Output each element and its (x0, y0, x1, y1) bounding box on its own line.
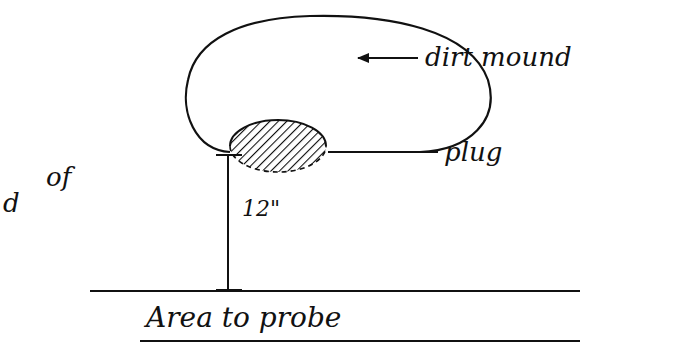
note-fragment: d (3, 190, 20, 216)
plug-leader (328, 151, 438, 153)
dimension-tick (216, 154, 242, 156)
area-label: Area to probe (146, 304, 341, 332)
plug-hatching (230, 120, 326, 172)
dimension-label: 12" (242, 198, 280, 220)
part-label: dirt mound (425, 44, 572, 70)
plug-outline (230, 120, 326, 146)
part-label: plug (444, 139, 502, 165)
ground-line (90, 290, 580, 292)
underline (140, 340, 580, 342)
note-fragment: of (46, 164, 71, 190)
plug-outline-lower (230, 146, 326, 172)
dirt-mound-outline (186, 16, 491, 152)
dimension-line (227, 155, 229, 290)
mound-pointer (358, 57, 418, 59)
